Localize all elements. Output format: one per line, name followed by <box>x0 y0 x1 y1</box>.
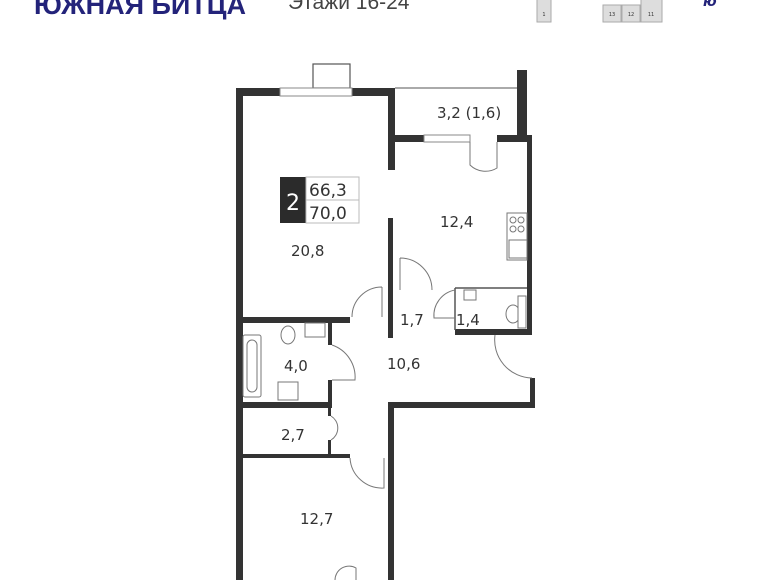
laundry-icon <box>304 322 326 338</box>
section-label: 12 <box>628 12 634 18</box>
section-label: 13 <box>609 12 615 18</box>
room-area-bathroom: 4,0 <box>284 357 308 375</box>
doors <box>330 142 533 580</box>
window <box>279 87 353 97</box>
building-minimap <box>536 0 663 23</box>
brand-logo: ЮЖНАЯ БИТЦА <box>34 0 247 20</box>
room-area-balcony: 3,2 (1,6) <box>437 104 501 122</box>
kitchen-sink-icon <box>508 239 528 259</box>
room-area-hall: 10,6 <box>387 355 420 373</box>
room-area-living: 20,8 <box>291 242 324 260</box>
windows <box>279 87 471 143</box>
floors-label: Этажи 16-24 <box>288 0 410 14</box>
vent-box <box>312 63 351 89</box>
section-label: 11 <box>648 12 654 18</box>
fixtures <box>242 212 528 401</box>
room-area-kitchen: 12,4 <box>440 213 473 231</box>
total-area: 70,0 <box>309 204 347 224</box>
shower-icon <box>517 295 527 329</box>
bathroom-toilet-icon <box>280 325 296 345</box>
compass-label: ю <box>703 0 717 10</box>
section-12[interactable] <box>621 4 641 23</box>
window <box>423 134 471 143</box>
wc-door[interactable] <box>433 289 456 319</box>
bedroom-door-2[interactable] <box>334 565 357 580</box>
room-area-wc: 1,4 <box>456 311 480 329</box>
room-area-storage: 2,7 <box>281 426 305 444</box>
room-area-corridor: 1,7 <box>400 311 424 329</box>
apartment-badge: 2 66,3 70,0 <box>280 176 360 224</box>
bathroom-door[interactable] <box>331 344 356 381</box>
section-label: 1 <box>542 12 545 18</box>
kitchen-door[interactable] <box>399 257 433 291</box>
storage-door[interactable] <box>330 415 339 441</box>
living-door[interactable] <box>351 286 383 318</box>
bedroom-door[interactable] <box>349 457 385 489</box>
rooms-count: 2 <box>286 191 300 216</box>
living-area: 66,3 <box>309 181 347 201</box>
section-11[interactable] <box>640 0 663 23</box>
wc-sink-icon <box>463 289 477 301</box>
walls <box>236 70 535 580</box>
section-13[interactable] <box>602 4 622 23</box>
entrance-door[interactable] <box>494 334 533 379</box>
bathroom-sink-icon <box>277 381 299 401</box>
room-area-bedroom: 12,7 <box>300 510 333 528</box>
balcony-door[interactable] <box>469 142 498 172</box>
section-1[interactable] <box>536 0 552 23</box>
